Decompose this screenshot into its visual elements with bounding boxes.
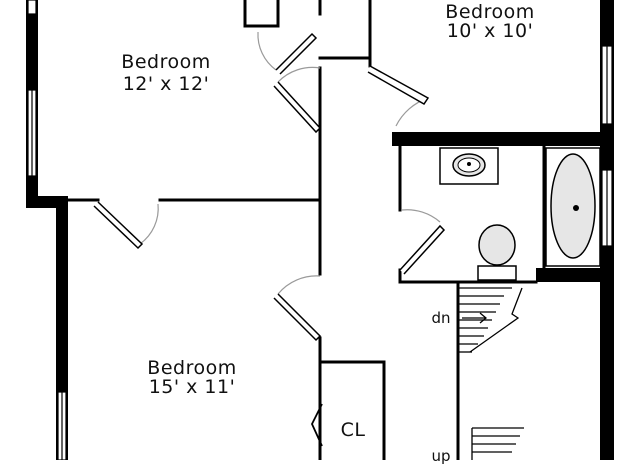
bedroom-top-left-dims: 12' x 12' [122,73,210,95]
door-bathroom [399,209,446,275]
stairs-down-label: dn [431,309,451,327]
closet-label: CL [340,419,366,441]
windows [27,0,613,460]
toilet-tank [477,265,517,281]
tub-drain [573,205,579,211]
door-closet [311,403,323,447]
stairs [458,287,524,460]
door-bedroom-top-left [273,66,322,134]
window-left-top [27,0,37,15]
door-bedroom-bottom [93,201,159,250]
bedroom-top-right-dims: 10' x 10' [446,20,534,42]
stair-treads-lower [471,427,524,460]
bedroom-bottom-dims: 15' x 11' [148,376,236,398]
stair-treads-upper [458,295,504,353]
wall-bath-top [392,132,614,146]
stair-break-line [469,287,523,353]
wall-bath-bottom [536,268,614,282]
door-bedroom-top-left-closet [257,31,318,75]
bathroom-fixtures [439,147,601,281]
doors [93,31,446,447]
tub-basin [550,153,596,259]
bedroom-top-right-name: Bedroom [445,1,535,23]
door-bedroom-top-right [367,65,430,127]
door-bedroom-bottom-hall [273,275,322,342]
toilet-bowl [478,224,516,266]
bedroom-bottom-name: Bedroom [147,357,237,379]
bedroom-top-left-name: Bedroom [121,51,211,73]
stairs-up-label: up [431,447,451,465]
